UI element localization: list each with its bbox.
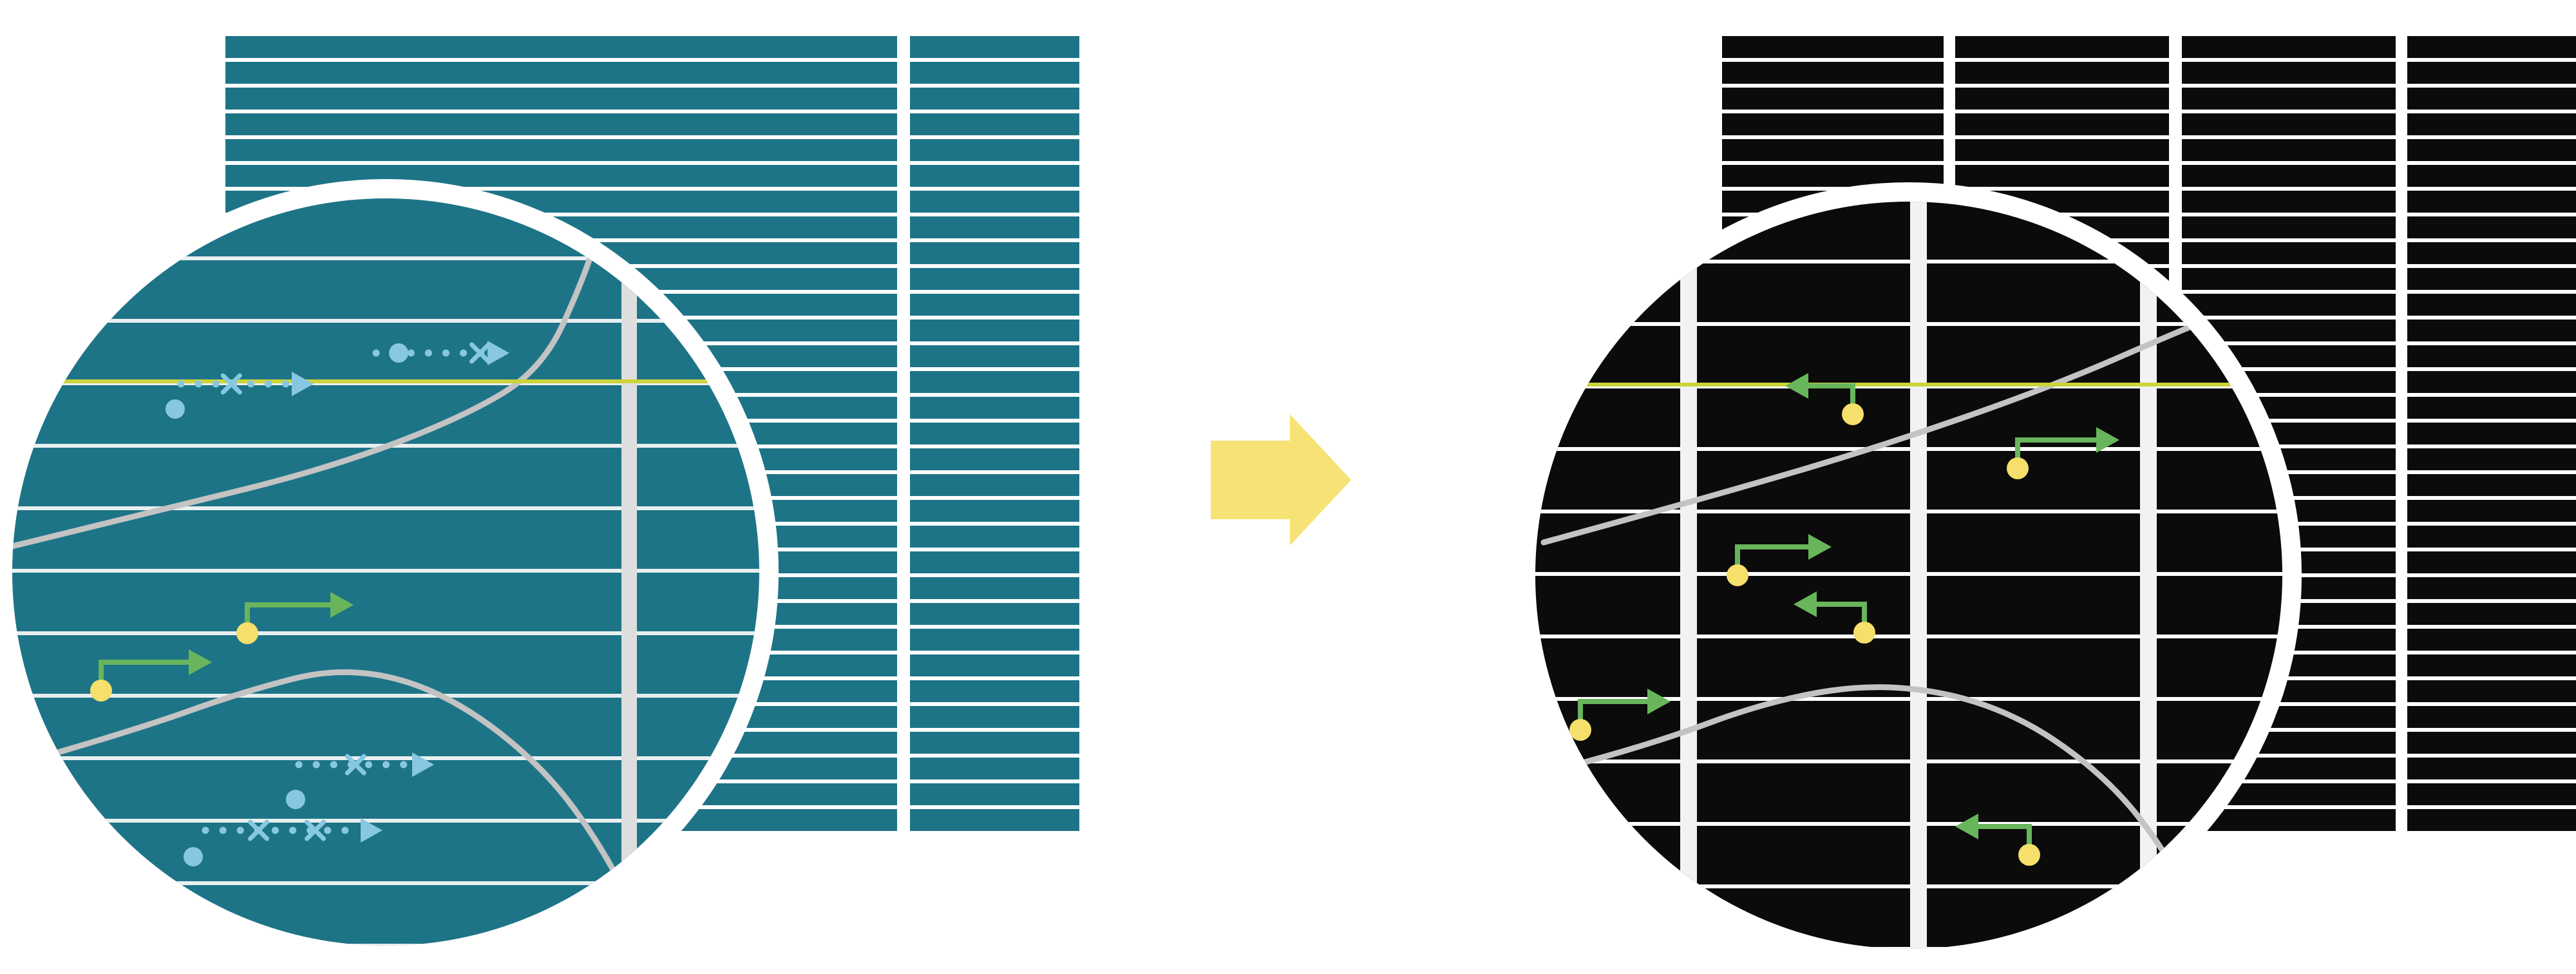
magnifier-right: [1516, 182, 2302, 968]
magnified-view-right: [1535, 202, 2282, 949]
transition-arrow: [1211, 414, 1351, 546]
right-block-arrow-icon: [1211, 414, 1351, 546]
panel-left-strip: [910, 36, 1079, 831]
panel-right-col-4: [2407, 36, 2576, 831]
magnifier-left: [0, 179, 779, 965]
magnified-view-left: [12, 198, 759, 946]
